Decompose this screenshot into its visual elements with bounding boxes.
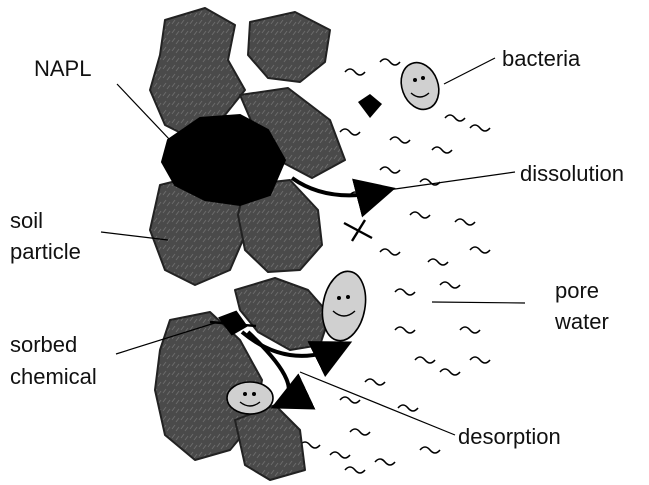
dissolved-chemical-marker bbox=[358, 94, 382, 118]
pore-water-wave bbox=[345, 69, 365, 75]
soil-particle-label-line1: soil bbox=[10, 208, 43, 233]
pore-water-wave bbox=[432, 147, 452, 153]
pore-water-label-line2: water bbox=[554, 309, 609, 334]
pore-water-wave bbox=[398, 405, 418, 411]
bacteria-label: bacteria bbox=[502, 46, 581, 71]
pore-water-wave bbox=[420, 447, 440, 453]
pore-water-wave bbox=[445, 115, 465, 121]
napl-label: NAPL bbox=[34, 56, 91, 81]
soil-particle bbox=[235, 405, 305, 480]
pore-water-wave bbox=[375, 459, 395, 465]
pore-water-wave bbox=[365, 379, 385, 385]
pore-water-wave bbox=[470, 125, 490, 131]
bacteria-cell bbox=[227, 382, 273, 414]
pore-water-wave bbox=[460, 327, 480, 333]
pore-water-wave bbox=[340, 397, 360, 403]
desorption-label: desorption bbox=[458, 424, 561, 449]
pore-water-wave bbox=[380, 167, 400, 173]
pore-water-wave bbox=[470, 357, 490, 363]
dissolution-arrow bbox=[292, 178, 388, 195]
pore-water-wave bbox=[350, 429, 370, 435]
pore-water-wave bbox=[340, 129, 360, 135]
sorbed-chemical-label-line2: chemical bbox=[10, 364, 97, 389]
pore-water-wave bbox=[330, 452, 350, 458]
dissolution-label: dissolution bbox=[520, 161, 624, 186]
pore-water-wave bbox=[395, 327, 415, 333]
pore-water-wave bbox=[380, 249, 400, 255]
bacteria-cell bbox=[317, 268, 371, 344]
sorbed-chemical-label-line1: sorbed bbox=[10, 332, 77, 357]
pore-water-wave bbox=[345, 467, 365, 473]
pore-water-wave bbox=[440, 369, 460, 375]
pore-water-label-line1: pore bbox=[555, 278, 599, 303]
pore-water-wave bbox=[410, 212, 430, 218]
pore-water-wave bbox=[440, 282, 460, 288]
pore-water-wave bbox=[455, 219, 475, 225]
bacteria-cell bbox=[395, 57, 445, 114]
soil-particle-label-line2: particle bbox=[10, 239, 81, 264]
soil-particle bbox=[248, 12, 330, 82]
pore-water-wave bbox=[428, 259, 448, 265]
dissolved-chemical-cross bbox=[344, 220, 372, 241]
pore-water-wave bbox=[380, 59, 400, 65]
pore-water-wave bbox=[415, 357, 435, 363]
pore-water-wave bbox=[470, 247, 490, 253]
pore-water-wave bbox=[395, 289, 415, 295]
pore-water-wave bbox=[390, 137, 410, 143]
